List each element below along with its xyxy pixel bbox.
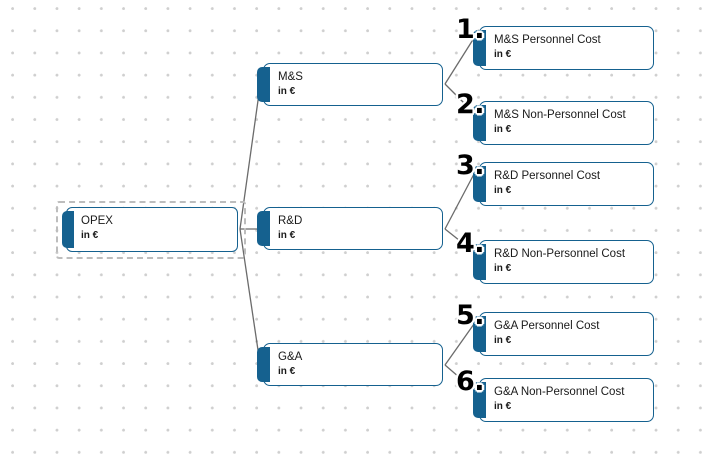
- node-accent-bar-ms-non-personnel: [473, 105, 486, 141]
- node-number-badge-ga-personnel: 5.: [456, 300, 485, 331]
- node-ms[interactable]: M&S in €: [257, 63, 443, 106]
- node-unit-ga-personnel: in €: [494, 335, 512, 346]
- node-body-rd-non-personnel: R&D Non-Personnel Cost in €: [480, 241, 653, 283]
- node-accent-bar-ga-non-personnel: [473, 382, 486, 418]
- node-body-ms-personnel: M&S Personnel Cost in €: [480, 27, 653, 69]
- node-number-badge-rd-non-personnel: 4.: [456, 228, 485, 259]
- node-unit-rd: in €: [278, 230, 296, 241]
- node-ga-non-personnel[interactable]: G&A Non-Personnel Cost in € 6.: [456, 368, 654, 422]
- node-title-rd-non-personnel: R&D Non-Personnel Cost: [494, 248, 626, 260]
- node-ga-personnel[interactable]: G&A Personnel Cost in € 5.: [456, 302, 654, 356]
- node-body-rd-personnel: R&D Personnel Cost in €: [480, 163, 653, 205]
- node-title-ga-personnel: G&A Personnel Cost: [494, 320, 600, 332]
- node-body-ga-personnel: G&A Personnel Cost in €: [480, 313, 653, 355]
- node-title-ms: M&S: [278, 71, 303, 83]
- node-body-opex: OPEX in €: [67, 208, 237, 251]
- node-unit-rd-non-personnel: in €: [494, 263, 512, 274]
- node-body-ga: G&A in €: [264, 344, 442, 385]
- node-title-ga: G&A: [278, 351, 303, 363]
- node-ms-non-personnel[interactable]: M&S Non-Personnel Cost in € 2.: [456, 91, 654, 145]
- node-unit-ms: in €: [278, 86, 296, 97]
- node-opex[interactable]: OPEX in €: [62, 207, 238, 252]
- node-title-opex: OPEX: [81, 215, 113, 227]
- node-number-badge-ms-personnel: 1.: [456, 14, 485, 45]
- node-unit-ga: in €: [278, 366, 296, 377]
- node-body-ms: M&S in €: [264, 64, 442, 105]
- node-ms-personnel[interactable]: M&S Personnel Cost in € 1.: [456, 16, 654, 70]
- node-number-badge-rd-personnel: 3.: [456, 150, 485, 181]
- node-unit-opex: in €: [81, 230, 99, 241]
- node-body-rd: R&D in €: [264, 208, 442, 249]
- node-title-ms-non-personnel: M&S Non-Personnel Cost: [494, 109, 626, 121]
- node-accent-bar-rd-non-personnel: [473, 244, 486, 280]
- node-body-ga-non-personnel: G&A Non-Personnel Cost in €: [480, 379, 653, 421]
- node-rd[interactable]: R&D in €: [257, 207, 443, 250]
- node-ga[interactable]: G&A in €: [257, 343, 443, 386]
- node-body-ms-non-personnel: M&S Non-Personnel Cost in €: [480, 102, 653, 144]
- node-number-badge-ga-non-personnel: 6.: [456, 366, 485, 397]
- node-rd-personnel[interactable]: R&D Personnel Cost in € 3.: [456, 152, 654, 206]
- node-title-ms-personnel: M&S Personnel Cost: [494, 34, 601, 46]
- node-accent-bar-ga-personnel: [473, 316, 486, 352]
- node-accent-bar-rd-personnel: [473, 166, 486, 202]
- node-accent-bar-opex: [62, 211, 74, 248]
- connector-rd-3[interactable]: [444, 173, 475, 230]
- root-selection-marquee: [56, 201, 246, 259]
- node-title-rd: R&D: [278, 215, 303, 227]
- node-unit-ms-personnel: in €: [494, 49, 512, 60]
- node-number-badge-ms-non-personnel: 2.: [456, 89, 485, 120]
- node-title-rd-personnel: R&D Personnel Cost: [494, 170, 601, 182]
- node-unit-rd-personnel: in €: [494, 185, 512, 196]
- node-unit-ms-non-personnel: in €: [494, 124, 512, 135]
- node-rd-non-personnel[interactable]: R&D Non-Personnel Cost in € 4.: [456, 230, 654, 284]
- node-unit-ga-non-personnel: in €: [494, 401, 512, 412]
- node-accent-bar-ms-personnel: [473, 30, 486, 66]
- node-title-ga-non-personnel: G&A Non-Personnel Cost: [494, 386, 625, 398]
